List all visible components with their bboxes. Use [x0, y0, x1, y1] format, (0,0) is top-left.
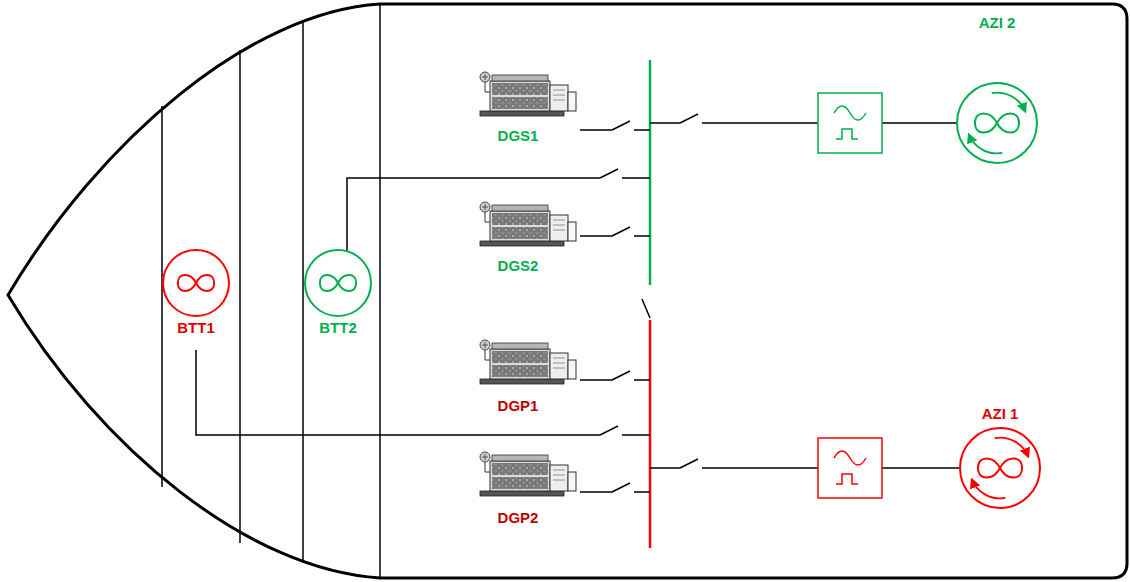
thruster-node: AZI 1	[958, 406, 1042, 511]
thruster-label: BTT1	[175, 320, 217, 337]
thruster-node: BTT1	[161, 248, 231, 337]
thruster-node: AZI 2	[955, 15, 1039, 166]
frequency-converter	[818, 438, 882, 498]
thruster-symbol	[303, 248, 373, 318]
busbar-starboard	[649, 60, 652, 285]
thruster-symbol	[958, 426, 1042, 510]
generator-engines	[480, 72, 576, 496]
generator-label: DGS1	[496, 128, 541, 145]
bus-tie-switch	[642, 299, 650, 318]
thruster-symbol	[161, 248, 231, 318]
wiring	[196, 114, 960, 492]
generator-label: DGP1	[496, 398, 541, 415]
thruster-label: BTT2	[317, 320, 359, 337]
busbar-port	[649, 320, 652, 548]
generator-label: DGS2	[496, 258, 541, 275]
hull-outline	[8, 4, 1127, 578]
frequency-converter	[818, 93, 882, 153]
bulkheads	[162, 4, 380, 578]
thruster-symbol	[955, 81, 1039, 165]
thruster-node: BTT2	[303, 248, 373, 337]
thruster-label: AZI 1	[980, 406, 1021, 423]
generator-label: DGP2	[496, 510, 541, 527]
thruster-label: AZI 2	[977, 15, 1018, 32]
